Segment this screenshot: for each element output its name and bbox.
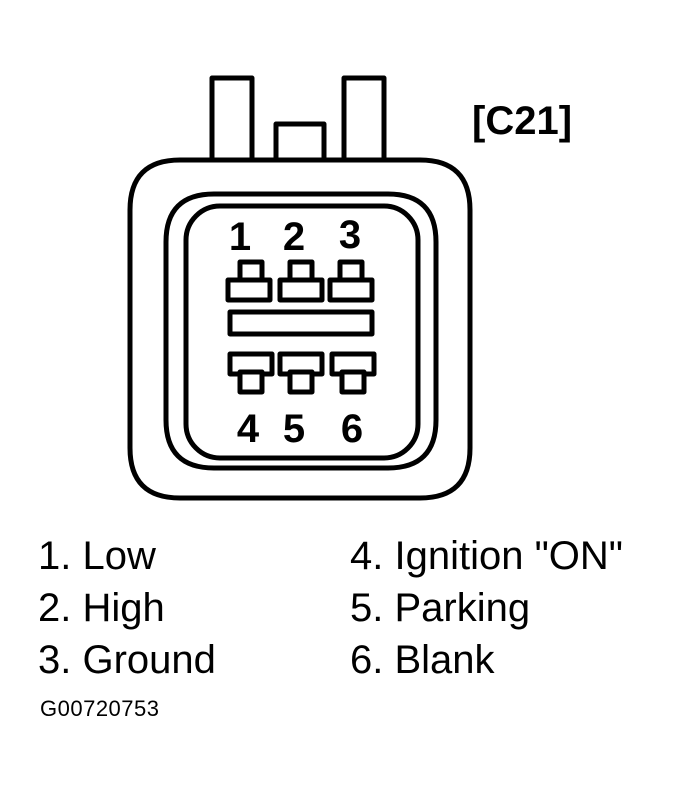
center-divider-bar (227, 309, 375, 337)
pinout-legend: 1. Low 2. High 3. Ground 4. Ignition "ON… (0, 526, 674, 686)
pin-1-terminal (225, 277, 273, 303)
pin-label-4: 4 (237, 407, 260, 451)
pin-label-6: 6 (341, 407, 363, 451)
legend-pin-3: 3. Ground (38, 638, 216, 682)
pin-label-3: 3 (339, 213, 361, 257)
connector-diagram: 1 2 3 4 5 6 [C21] (127, 75, 572, 501)
pin-6-terminal-tip (339, 369, 367, 395)
legend-pin-4: 4. Ignition "ON" (350, 534, 623, 578)
legend-pin-2: 2. High (38, 586, 165, 630)
legend-pin-5: 5. Parking (350, 586, 531, 630)
pin-4-terminal-tip (237, 369, 265, 395)
figure-id: G00720753 (40, 696, 160, 721)
pin-5-terminal-tip (287, 369, 315, 395)
connector-label: [C21] (472, 99, 572, 143)
legend-pin-6: 6. Blank (350, 638, 495, 682)
pin-2-terminal (277, 277, 325, 303)
pin-label-5: 5 (283, 407, 305, 451)
pin-3-terminal (327, 277, 375, 303)
pin-label-1: 1 (229, 215, 251, 259)
pin-label-2: 2 (283, 215, 305, 259)
legend-pin-1: 1. Low (38, 534, 156, 578)
